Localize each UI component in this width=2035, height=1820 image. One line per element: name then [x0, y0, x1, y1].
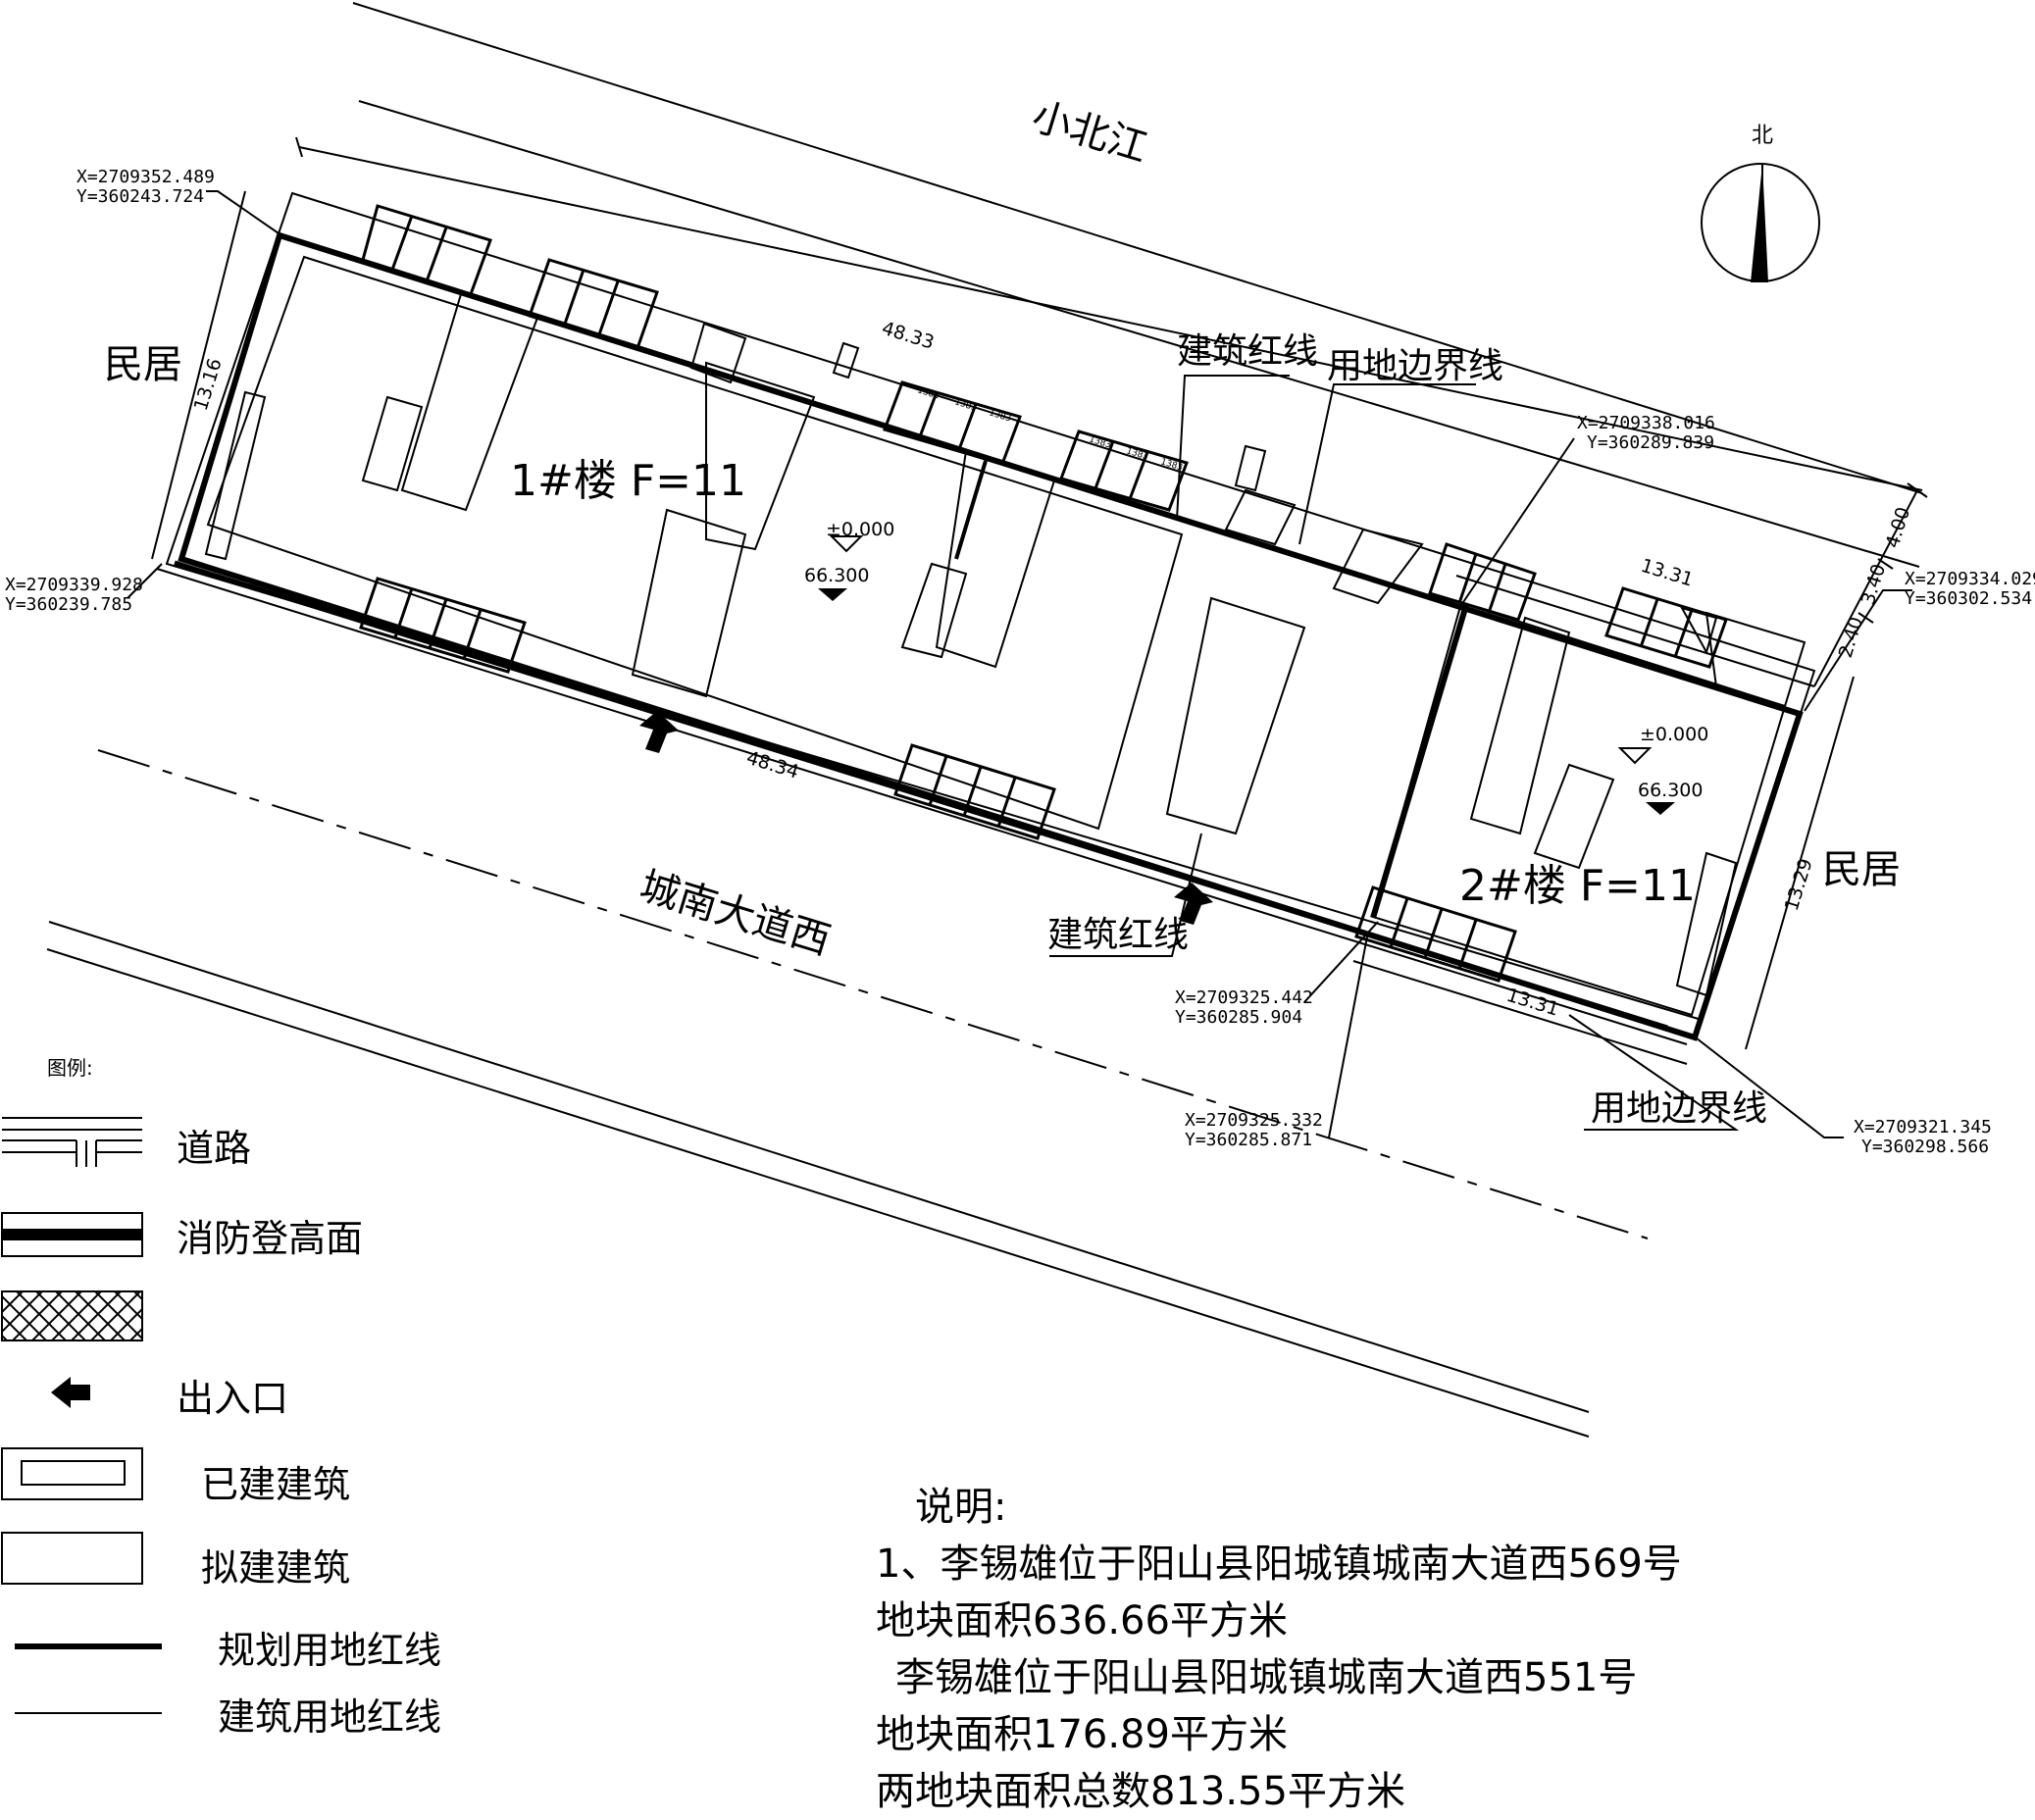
- notes-block: 说明: 1、李锡雄位于阳山县阳城镇城南大道西569号 地块面积636.66平方米…: [876, 1479, 2004, 1820]
- coord-y: Y=360285.904: [1175, 1007, 1302, 1028]
- elevation-relative-1: ±0.000: [826, 519, 894, 540]
- coord-y: Y=360302.534: [1905, 588, 2032, 609]
- boundary-label-top: 用地边界线: [1327, 346, 1503, 386]
- notes-line: 地块面积176.89平方米: [876, 1712, 1288, 1757]
- legend-title: 图例:: [47, 1056, 93, 1080]
- legend-existing-building-icon: [1, 1447, 143, 1500]
- elevation-relative-2: ±0.000: [1640, 724, 1708, 745]
- coord-x: X=2709334.029: [1905, 569, 2035, 589]
- notes-line: 1、李锡雄位于阳山县阳城镇城南大道西569号: [876, 1542, 1682, 1587]
- entrance-arrow-icon: [1174, 883, 1213, 925]
- north-label: 北: [1752, 124, 1773, 148]
- legend-label-proposed: 拟建建筑: [201, 1546, 351, 1590]
- river-label: 小北江: [1027, 94, 1152, 172]
- legend-label-road: 道路: [177, 1127, 252, 1170]
- legend-fire-access-icon: [1, 1212, 143, 1257]
- building-outline-1: [206, 255, 1184, 831]
- residence-right-label: 民居: [1822, 847, 1901, 892]
- dim-right-width: 13.29: [1781, 856, 1817, 913]
- stair-tag: 1383: [1088, 434, 1112, 450]
- notes-line: 李锡雄位于阳山县阳城镇城南大道西551号: [895, 1655, 1638, 1700]
- coord-y: Y=360289.839: [1587, 432, 1714, 453]
- coord-x: X=2709339.928: [5, 575, 143, 595]
- legend-label-entrance: 出入口: [177, 1377, 289, 1420]
- legend-symbols: [1, 1117, 162, 1714]
- building-line-label-top: 建筑红线: [1177, 331, 1318, 372]
- coord-y: Y=360243.724: [76, 186, 204, 207]
- notes-line: 两地块面积总数813.55平方米: [876, 1769, 1405, 1814]
- north-arrow-icon: 北: [1701, 124, 1820, 282]
- legend-hatch-icon: [1, 1290, 143, 1341]
- legend-entrance-icon: [51, 1377, 90, 1408]
- planning-red-line: [178, 231, 1804, 1041]
- coord-y: Y=360298.566: [1861, 1137, 1989, 1157]
- road-label: 城南大道西: [635, 864, 836, 964]
- legend-proposed-building-icon: [1, 1532, 143, 1585]
- coord-x: X=2709352.489: [76, 167, 215, 187]
- coord-x: X=2709321.345: [1854, 1117, 1992, 1138]
- stair-tag: 1383: [988, 408, 1012, 424]
- legend-label-fire-access: 消防登高面: [177, 1217, 364, 1260]
- stair-tag: 1383: [1125, 446, 1149, 462]
- dim-setback-low: 2.40: [1835, 615, 1867, 661]
- coord-y: Y=360285.871: [1185, 1130, 1312, 1150]
- elevation-absolute-2: 66.300: [1638, 780, 1703, 801]
- building-line-label-bottom: 建筑红线: [1047, 915, 1189, 955]
- coord-x: X=2709325.442: [1175, 987, 1313, 1008]
- stair-blocks: [359, 204, 1728, 983]
- street-lines: [46, 2, 1923, 1438]
- building-1-label: 1#楼 F=11: [510, 456, 746, 506]
- fire-access-line: [174, 560, 1668, 1031]
- elevation-absolute-1: 66.300: [804, 565, 869, 586]
- coord-y: Y=360239.785: [5, 594, 132, 615]
- stair-tags: 1383 1383 1383 1383 1383 1383: [916, 385, 1184, 473]
- coord-x: X=2709338.016: [1577, 413, 1715, 433]
- dim-setback-mid: 3.40: [1857, 562, 1890, 608]
- notes-line: 地块面积636.66平方米: [876, 1598, 1288, 1643]
- legend-label-existing: 已建建筑: [201, 1463, 351, 1506]
- dimension-lines: [151, 136, 1928, 1065]
- coordinate-labels: X=2709352.489 Y=360243.724 X=2709339.928…: [5, 167, 2035, 1157]
- legend-road-icon: [2, 1117, 142, 1167]
- dim-setback-top: 4.00: [1882, 505, 1914, 551]
- dim-top-1: 48.33: [880, 318, 937, 354]
- entrance-arrows: [639, 711, 1213, 925]
- legend-label-building-line: 建筑用地红线: [218, 1695, 442, 1739]
- stair-tag: 1383: [916, 385, 941, 401]
- entrance-arrow-icon: [639, 711, 679, 753]
- residence-left-label: 民居: [104, 342, 182, 387]
- plot-divider-top: [1370, 604, 1469, 919]
- coord-x: X=2709325.332: [1185, 1110, 1323, 1131]
- boundary-label-bottom: 用地边界线: [1591, 1088, 1767, 1129]
- dim-top-2: 13.31: [1639, 555, 1696, 591]
- leader-lines: [127, 190, 1912, 1138]
- notes-title: 说明:: [915, 1485, 1007, 1530]
- building-2-label: 2#楼 F=11: [1459, 861, 1696, 911]
- stair-tag: 1383: [953, 397, 978, 413]
- plot-divider-mid: [954, 460, 988, 560]
- legend-label-planning-line: 规划用地红线: [218, 1629, 442, 1672]
- elevation-markers: ±0.000 66.300 ±0.000 66.300: [804, 519, 1708, 815]
